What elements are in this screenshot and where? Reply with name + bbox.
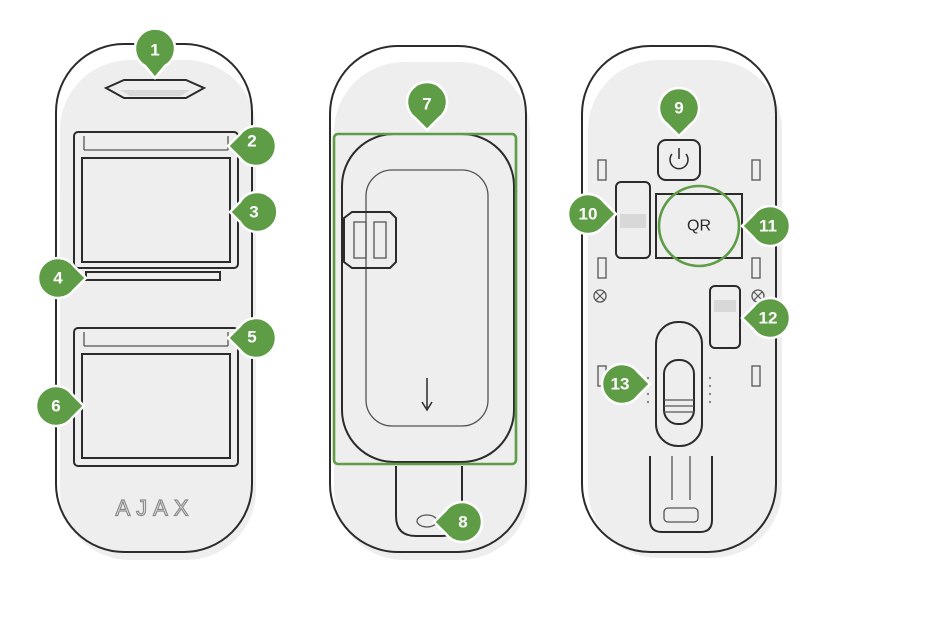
svg-text:1: 1	[150, 41, 159, 60]
svg-text:9: 9	[674, 99, 683, 118]
svg-text:10: 10	[579, 205, 598, 224]
svg-text:12: 12	[759, 309, 778, 328]
svg-text:8: 8	[458, 513, 467, 532]
svg-text:3: 3	[249, 203, 258, 222]
svg-text:2: 2	[247, 132, 256, 151]
qr-code-label: QR	[687, 218, 711, 235]
device-front-view: AJAX	[56, 44, 256, 560]
svg-text:11: 11	[759, 217, 777, 236]
svg-text:13: 13	[611, 375, 630, 394]
brand-logo: AJAX	[115, 496, 194, 521]
svg-text:7: 7	[422, 95, 431, 114]
svg-text:6: 6	[51, 397, 60, 416]
svg-text:5: 5	[247, 328, 256, 347]
svg-text:4: 4	[53, 269, 63, 288]
